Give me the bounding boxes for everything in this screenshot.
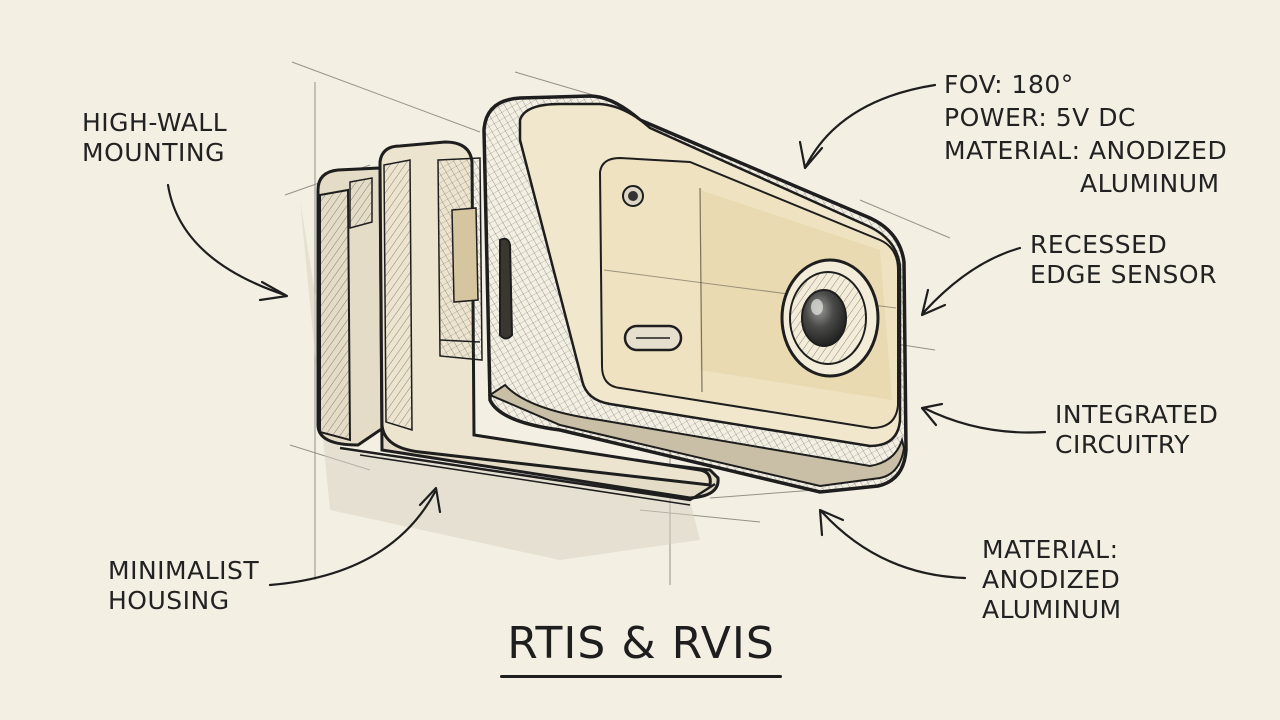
callout-line: MATERIAL: bbox=[982, 535, 1119, 564]
callout-line: CIRCUITRY bbox=[1055, 430, 1190, 459]
camera-lens bbox=[780, 258, 880, 378]
callout-line: EDGE SENSOR bbox=[1030, 260, 1217, 289]
callout-line: MINIMALIST bbox=[108, 556, 260, 585]
spec-power: POWER: 5V DC bbox=[944, 103, 1136, 132]
middle-plate bbox=[378, 140, 712, 487]
diagram-title: RTIS & RVIS bbox=[507, 618, 775, 669]
callout-integrated-circuitry: INTEGRATED CIRCUITRY bbox=[1055, 400, 1218, 460]
callout-material-bottom: MATERIAL: ANODIZED ALUMINUM bbox=[982, 535, 1122, 625]
callout-specs: FOV: 180° POWER: 5V DC MATERIAL: ANODIZE… bbox=[944, 68, 1227, 200]
callout-line: ANODIZED bbox=[982, 565, 1121, 594]
callout-line: ALUMINUM bbox=[982, 595, 1122, 624]
back-plate bbox=[316, 166, 720, 506]
wall-shadow bbox=[300, 200, 700, 560]
callout-line: RECESSED bbox=[1030, 230, 1168, 259]
callout-line: HIGH-WALL bbox=[82, 108, 228, 137]
callout-line: HOUSING bbox=[108, 586, 230, 615]
callout-recessed-edge-sensor: RECESSED EDGE SENSOR bbox=[1030, 230, 1217, 290]
spec-material: MATERIAL: ANODIZED bbox=[944, 136, 1228, 165]
sensor-dot bbox=[622, 185, 644, 207]
callout-arrows bbox=[166, 83, 1047, 587]
callout-minimalist-housing: MINIMALIST HOUSING bbox=[108, 556, 259, 616]
spec-fov: FOV: 180° bbox=[944, 70, 1074, 99]
callout-high-wall-mounting: HIGH-WALL MOUNTING bbox=[82, 108, 227, 168]
callout-line: INTEGRATED bbox=[1055, 400, 1219, 429]
spec-material-cont: ALUMINUM bbox=[1080, 169, 1220, 198]
callout-line: MOUNTING bbox=[82, 138, 225, 167]
title-underline bbox=[500, 675, 782, 678]
